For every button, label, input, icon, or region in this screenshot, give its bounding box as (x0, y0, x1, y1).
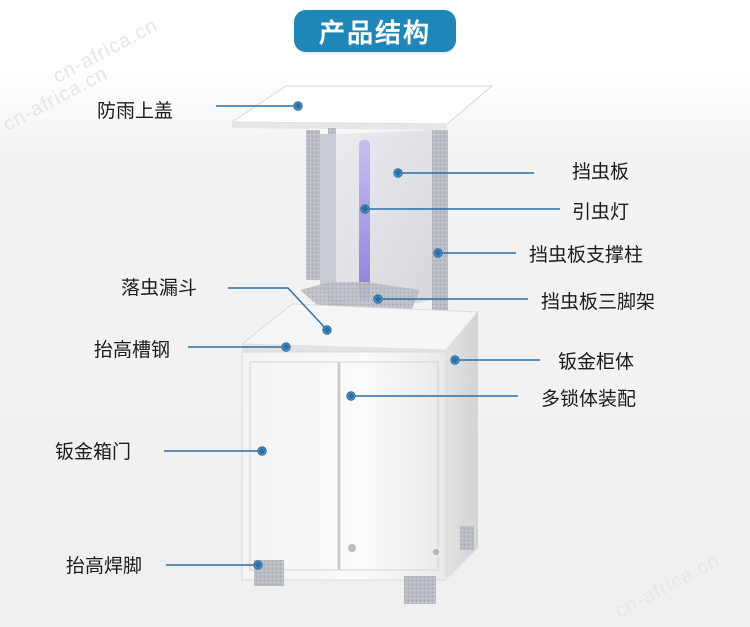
label-lure-lamp: 引虫灯 (572, 201, 630, 223)
label-raised-channel: 抬高槽钢 (94, 339, 171, 361)
rain-cover (230, 85, 494, 130)
label-funnel: 落虫漏斗 (121, 277, 198, 299)
lure-lamp (359, 140, 370, 300)
label-cabinet-body: 钣金柜体 (558, 351, 635, 373)
label-raised-foot: 抬高焊脚 (66, 555, 143, 577)
label-baffle-pillar: 挡虫板支撑柱 (529, 244, 644, 266)
label-rain-cover: 防雨上盖 (97, 100, 174, 122)
page-title: 产品结构 (294, 10, 456, 52)
label-baffle-tripod: 挡虫板三脚架 (541, 291, 656, 313)
label-baffle: 挡虫板 (572, 161, 630, 183)
label-multi-lock: 多锁体装配 (541, 388, 637, 410)
label-cabinet-door: 钣金箱门 (55, 441, 132, 463)
cabinet-body (241, 312, 478, 581)
cabinet-top (240, 303, 480, 358)
leader-lines (164, 101, 560, 570)
